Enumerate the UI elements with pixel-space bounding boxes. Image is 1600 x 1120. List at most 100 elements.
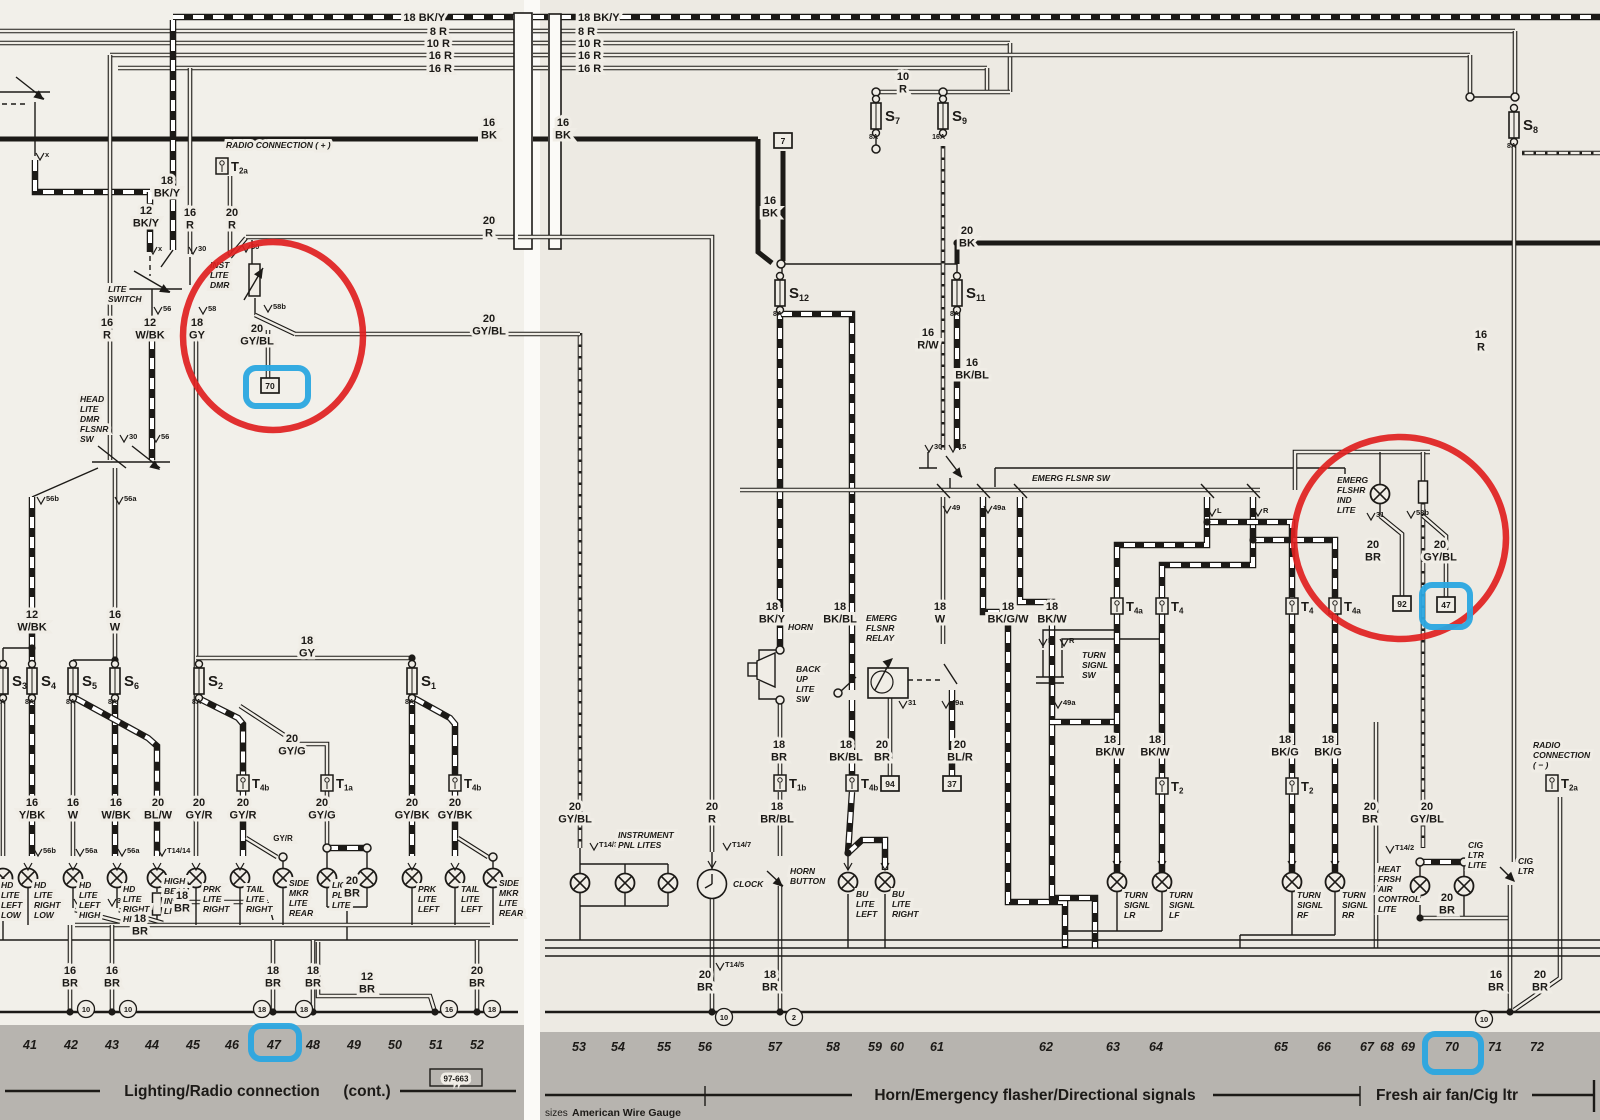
svg-text:31: 31 [908, 698, 916, 707]
terminal-box-92: 92 [1392, 595, 1412, 612]
label: EMERG FLSNR SW [1032, 473, 1111, 483]
annotation-red-circle-1 [179, 238, 367, 434]
wire [846, 791, 854, 854]
wire [245, 836, 278, 859]
svg-text:7: 7 [781, 136, 786, 146]
wire [1513, 797, 1562, 1011]
lamp [229, 867, 251, 889]
terminal-tick [152, 862, 162, 872]
terminal-49a: 49a [941, 698, 964, 710]
label: RADIO CONNECTION ( + ) [226, 140, 331, 150]
terminal-circle [1465, 92, 1475, 102]
svg-text:8A: 8A [192, 699, 201, 706]
svg-text:92: 92 [1397, 599, 1407, 609]
svg-text:30: 30 [198, 244, 206, 253]
label: 66 [1317, 1040, 1332, 1054]
terminal-tick [707, 860, 717, 870]
svg-text:T14/7: T14/7 [732, 840, 751, 849]
terminal-R: R [1059, 636, 1075, 648]
terminal-box-37: 37 [942, 775, 962, 792]
wire [755, 139, 774, 265]
terminal-56: 56 [153, 304, 171, 316]
label: 43 [104, 1038, 119, 1052]
wire [1158, 497, 1257, 599]
wire [267, 901, 274, 921]
wire [846, 838, 887, 870]
svg-text:49a: 49a [951, 698, 964, 707]
lamp [62, 867, 84, 889]
horn [747, 651, 776, 689]
terminal-30: 30 [119, 432, 137, 444]
lamp [657, 872, 679, 894]
label: 55 [657, 1040, 672, 1054]
wire [1293, 450, 1430, 490]
ground-10: 10 [714, 1007, 734, 1027]
wire [1061, 638, 1162, 648]
label: 8 R [578, 26, 595, 38]
svg-text:31: 31 [1376, 510, 1384, 519]
terminal-58b: 58b [1406, 508, 1429, 520]
wire [1379, 515, 1404, 596]
lamp [316, 867, 338, 889]
svg-text:18: 18 [488, 1005, 496, 1014]
label: 46 [224, 1038, 240, 1052]
labels: 18 BK/Y8 R10 R16 R16 R18 BK/Y8 R10 R16 R… [0, 9, 1594, 999]
svg-text:58b: 58b [273, 302, 286, 311]
terminal-circle [775, 645, 785, 655]
fuse-S3: S38A [0, 659, 27, 706]
label: 72 [1530, 1040, 1544, 1054]
wire [31, 467, 99, 498]
wire [936, 483, 951, 499]
terminal-box-70: 70 [260, 377, 280, 394]
lamp [1281, 871, 1303, 893]
svg-text:T14/3: T14/3 [599, 840, 618, 849]
wire [781, 312, 854, 690]
terminal-circle [1510, 92, 1520, 102]
svg-text:56a: 56a [127, 846, 140, 855]
junction-dot [408, 654, 416, 662]
wire [74, 696, 159, 856]
label: 56 [698, 1040, 713, 1054]
svg-text:70: 70 [265, 381, 275, 391]
terminal-box-94: 94 [880, 775, 900, 792]
svg-text:T14/2: T14/2 [1395, 843, 1414, 852]
svg-text:49a: 49a [993, 503, 1006, 512]
label: 10 R [427, 38, 450, 50]
wire [239, 704, 329, 776]
terminal-31: 31 [73, 896, 91, 908]
junction-dot [844, 849, 852, 857]
page-ref-box [429, 1068, 483, 1087]
terminal-49: 49 [942, 503, 960, 515]
terminal-tick [1287, 860, 1297, 870]
ground-10: 10 [118, 999, 138, 1019]
terminal-T14/3: T14/3 [589, 840, 618, 852]
lamp [614, 872, 636, 894]
svg-text:30: 30 [129, 432, 137, 441]
label: 60 [890, 1040, 904, 1054]
svg-text:56b: 56b [43, 846, 56, 855]
lamp [1409, 875, 1431, 897]
terminal-tick [1112, 860, 1122, 870]
